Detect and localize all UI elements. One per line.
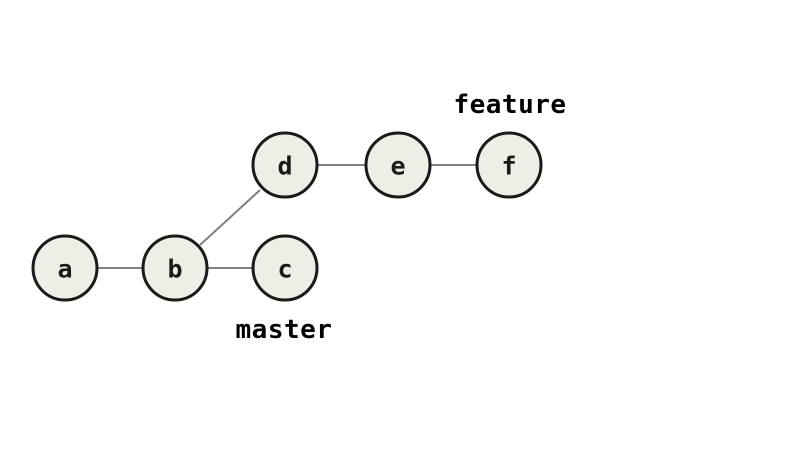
commit-node-b[interactable]: b: [141, 234, 209, 302]
commit-node-c[interactable]: c: [251, 234, 319, 302]
commit-circle-b[interactable]: [141, 234, 209, 302]
commit-node-e[interactable]: e: [364, 131, 432, 199]
commit-label-f: f: [501, 152, 516, 181]
edge-b-d: [199, 189, 261, 246]
node-group: a b c d e f: [31, 131, 543, 302]
commit-circle-d[interactable]: [251, 131, 319, 199]
commit-label-a: a: [57, 255, 72, 284]
branch-label-feature: feature: [453, 90, 566, 120]
commit-label-d: d: [277, 152, 292, 181]
branch-label-group: master feature: [236, 90, 567, 345]
commit-node-f[interactable]: f: [475, 131, 543, 199]
edge-group: [98, 164, 476, 269]
commit-circle-f[interactable]: [475, 131, 543, 199]
commit-node-d[interactable]: d: [251, 131, 319, 199]
commit-label-e: e: [390, 152, 405, 181]
branch-label-master: master: [236, 315, 333, 345]
commit-label-c: c: [277, 255, 292, 284]
commit-circle-e[interactable]: [364, 131, 432, 199]
commit-circle-a[interactable]: [31, 234, 99, 302]
commit-node-a[interactable]: a: [31, 234, 99, 302]
commit-circle-c[interactable]: [251, 234, 319, 302]
commit-label-b: b: [167, 255, 182, 284]
